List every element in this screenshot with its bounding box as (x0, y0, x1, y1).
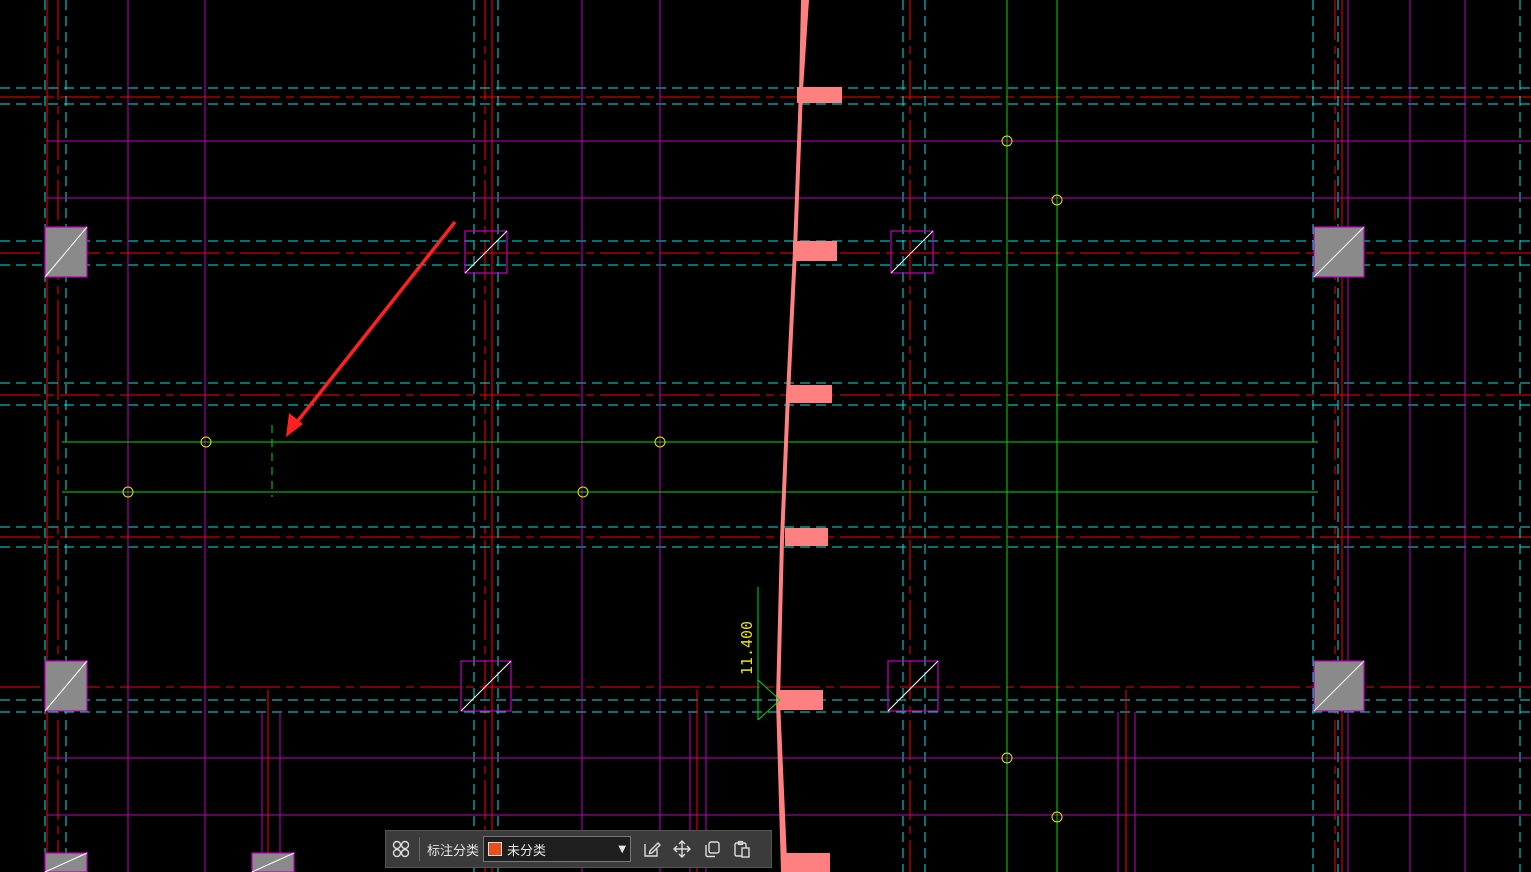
column-diagonal (1313, 660, 1365, 712)
column-diagonal (44, 852, 88, 872)
edit-button[interactable] (637, 834, 667, 864)
chevron-down-icon: ▼ (618, 843, 627, 855)
category-dropdown-value: 未分类 (507, 843, 547, 859)
grid-node-circle (1051, 194, 1063, 206)
annotation-toolbar: 标注分类 未分类 ▼ (385, 830, 772, 868)
four-circles-icon (392, 840, 410, 858)
category-color-swatch (488, 842, 503, 856)
grid-node-circle (1001, 135, 1013, 147)
column-diagonal (44, 226, 88, 278)
column-diagonal (1313, 226, 1365, 278)
dimension-tick (757, 699, 781, 721)
column-diagonal (887, 660, 939, 712)
grid-node-circle (200, 436, 212, 448)
paste-icon (734, 840, 750, 858)
dimension-tick (757, 679, 781, 701)
column (890, 230, 934, 274)
column (887, 660, 939, 712)
toolbar-grid-button[interactable] (386, 834, 416, 864)
grid-node-circle (122, 486, 134, 498)
section-profile-tab (793, 241, 837, 261)
section-profile-tab (797, 87, 842, 103)
column (460, 660, 512, 712)
column (464, 230, 508, 274)
grid-node-circle (1051, 811, 1063, 823)
move-icon (673, 840, 692, 858)
edit-icon (644, 842, 662, 857)
column-diagonal (464, 230, 508, 274)
paste-button[interactable] (727, 834, 757, 864)
column-diagonal (251, 852, 295, 872)
elevation-dimension-label: 11.400 (722, 621, 770, 680)
annotation-arrow-shaft (291, 220, 457, 429)
annotation-arrow-head (286, 413, 303, 437)
section-profile-tab (780, 690, 823, 710)
section-profile-tab (786, 853, 830, 872)
copy-button[interactable] (697, 834, 727, 864)
category-dropdown[interactable]: 未分类 ▼ (483, 836, 632, 862)
grid-node-circle (577, 486, 589, 498)
toolbar-actions (637, 834, 757, 864)
column-diagonal (44, 660, 88, 712)
move-button[interactable] (667, 834, 697, 864)
copy-icon (705, 841, 720, 858)
toolbar-separator (419, 837, 420, 861)
grid-node-circle (1001, 752, 1013, 764)
section-profile-tab (785, 528, 828, 546)
column-diagonal (890, 230, 934, 274)
elevation-text: 11.400 (738, 620, 756, 676)
column-diagonal (460, 660, 512, 712)
section-profile (776, 0, 809, 872)
section-profile-tab (789, 385, 832, 403)
category-label: 标注分类 (427, 843, 480, 859)
grid-node-circle (654, 436, 666, 448)
